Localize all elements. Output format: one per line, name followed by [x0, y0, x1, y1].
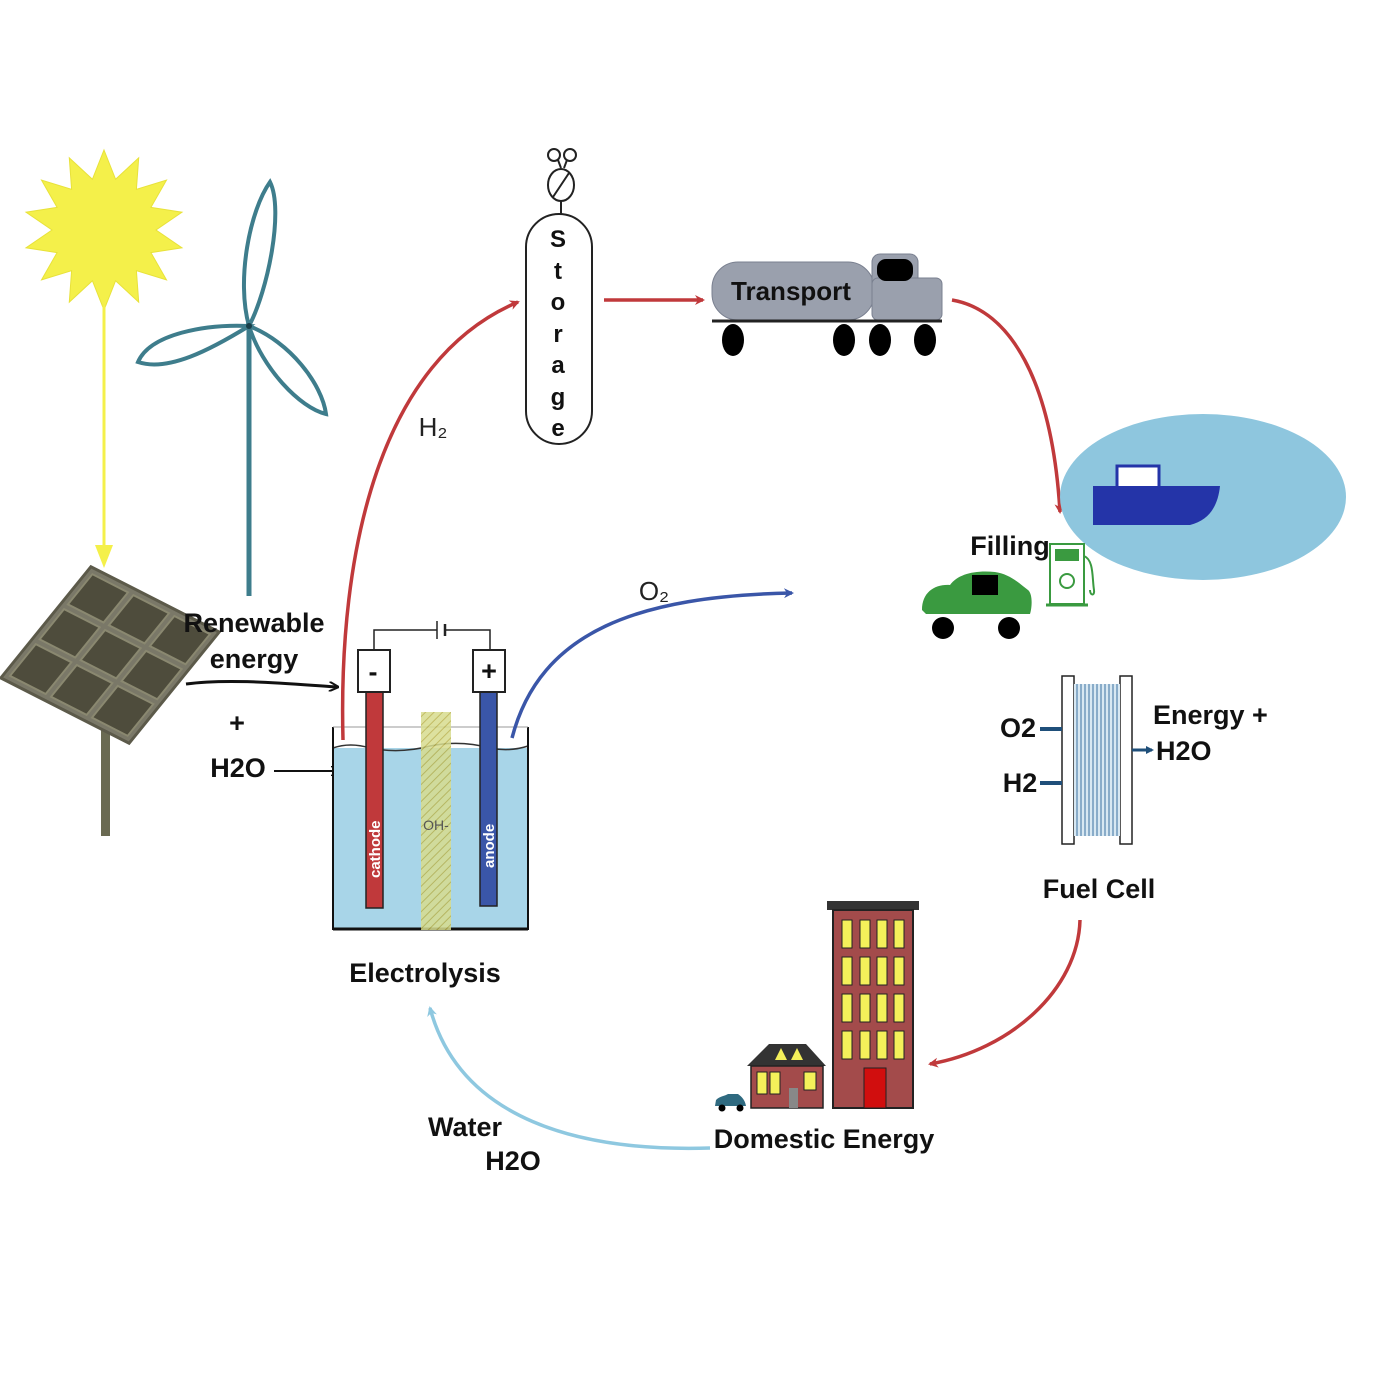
storage-letter: o [551, 289, 566, 316]
plus-sign: + [481, 656, 497, 686]
water-h2o-label: H2O [485, 1146, 541, 1176]
renewable-arrow [185, 679, 338, 687]
oh-label: OH- [423, 817, 449, 833]
fuel-cell-h2-label: H2 [1003, 768, 1038, 798]
storage-letter: r [553, 321, 562, 348]
h2o-input-label: H2O [210, 753, 266, 783]
fuel-cell-o2-label: O2 [1000, 713, 1036, 743]
fuel-cell-output-line1: Energy + [1153, 700, 1268, 730]
o2-flow-arrow [510, 588, 794, 739]
plus-terminal [472, 649, 506, 693]
electrolysis-label: Electrolysis [349, 958, 501, 988]
fuel-pump-icon [1046, 543, 1096, 607]
o2-label: O₂ [639, 576, 669, 606]
transport-label: Transport [731, 276, 851, 306]
ship-icon [1093, 464, 1220, 525]
storage-tank-icon [525, 148, 593, 445]
membrane [421, 712, 451, 930]
storage-letter: e [551, 415, 564, 442]
fuel-cell-label: Fuel Cell [1043, 874, 1156, 904]
fuel-cell-output-line2: H2O [1156, 736, 1212, 766]
fuel-cell-icon [1040, 675, 1154, 845]
building-icon [827, 901, 919, 1109]
car-icon [922, 571, 1032, 639]
house-icon [747, 1044, 826, 1109]
storage-label: S t o r a g e [550, 226, 566, 442]
sun-icon [24, 148, 184, 568]
anode-label: anode [481, 824, 498, 868]
transport-to-filling-arrow [951, 298, 1065, 514]
renewable-label-line1: Renewable [183, 608, 324, 638]
storage-letter: g [551, 384, 566, 411]
h2-label: H₂ [419, 412, 448, 442]
water-label: Water [428, 1112, 503, 1142]
truck-icon [711, 253, 943, 356]
small-car-icon [715, 1094, 746, 1112]
storage-letter: t [554, 258, 562, 285]
fuelcell-to-domestic-arrow [928, 919, 1082, 1068]
renewable-label-line2: energy [210, 644, 299, 674]
storage-letter: S [550, 226, 566, 253]
domestic-energy-label: Domestic Energy [714, 1124, 935, 1154]
minus-terminal [357, 649, 391, 693]
electrolysis-cell: OH- cathode anode - + [332, 621, 529, 931]
storage-letter: a [551, 352, 565, 379]
h2-flow-arrow [340, 300, 520, 741]
cathode-label: cathode [367, 820, 384, 878]
minus-sign: - [369, 657, 378, 687]
solar-panel-icon [0, 564, 222, 836]
wind-turbine-icon [135, 178, 329, 596]
filling-label: Filling [970, 531, 1049, 561]
anode-rod [479, 691, 498, 907]
water-return-arrow [427, 1006, 711, 1151]
plus-label: + [229, 708, 245, 738]
